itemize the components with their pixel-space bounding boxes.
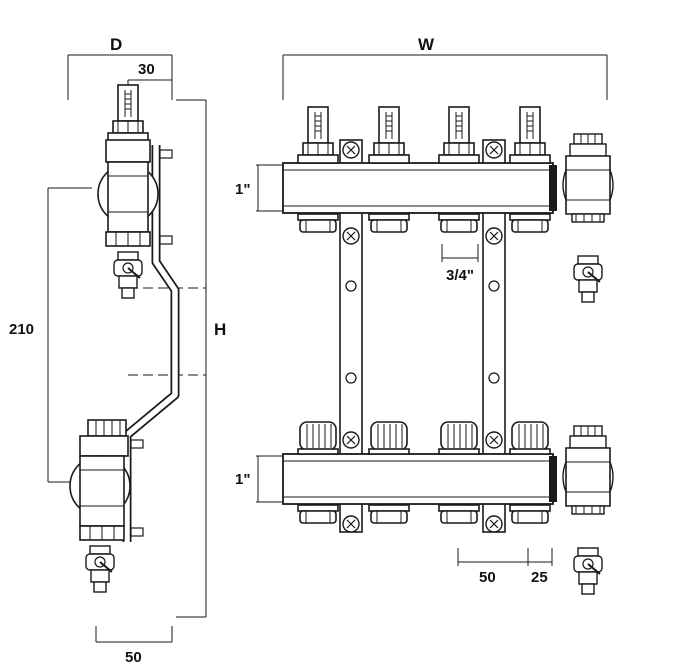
label-outlet-pitch: 50 [479, 569, 496, 586]
side-flowmeter-icon [107, 84, 149, 142]
side-ball-valve-top-icon [113, 251, 143, 299]
label-outlet-size: 3/4" [446, 267, 474, 284]
end-valve-top-icon [562, 133, 614, 303]
label-pipe-top: 1" [235, 181, 251, 198]
label-depth: D [110, 35, 123, 54]
valve-knob-icon [297, 421, 551, 455]
side-view [47, 54, 207, 643]
outlet-upper-icon [297, 213, 551, 233]
label-offset-bottom: 50 [125, 649, 142, 666]
label-height: H [214, 320, 227, 339]
label-width: W [418, 35, 435, 54]
label-spacing-vertical: 210 [9, 321, 35, 338]
flowmeter-icon [297, 106, 551, 164]
label-offset-top: 30 [138, 61, 155, 78]
front-view [256, 54, 614, 595]
side-valve-cap-icon [87, 419, 127, 437]
label-pipe-bottom: 1" [235, 471, 251, 488]
side-ball-valve-bottom-icon [85, 545, 115, 593]
label-end-offset: 25 [531, 569, 548, 586]
outlet-lower-icon [297, 504, 551, 524]
end-valve-bottom-icon [562, 425, 614, 595]
